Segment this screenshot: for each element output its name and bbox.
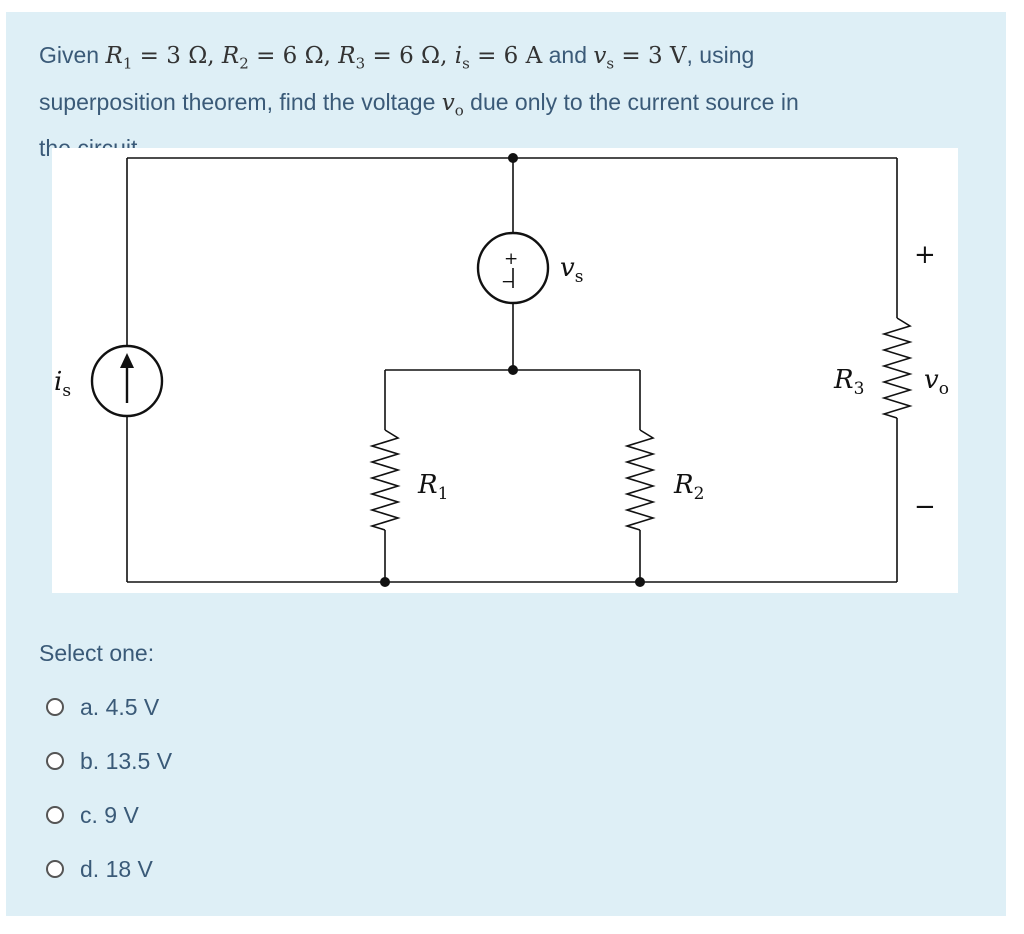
r2-label: R2 <box>221 43 249 73</box>
node-bottom-r1 <box>380 577 390 587</box>
vo-label: vo <box>441 89 464 120</box>
node-top <box>508 153 518 163</box>
circuit-diagram: + − is vs R1 R2 R3 vo + − <box>52 148 958 593</box>
select-one-label: Select one: <box>39 640 155 666</box>
option-label: c. 9 V <box>80 801 139 828</box>
resistor-r3 <box>881 317 913 419</box>
r3-label: R3 <box>338 43 366 73</box>
option-b[interactable]: b. 13.5 V <box>46 734 172 788</box>
radio-button-icon[interactable] <box>46 806 64 824</box>
source-minus-sign: − <box>501 272 515 292</box>
vs-value: = 3 V <box>614 43 687 69</box>
vo-minus-sign: − <box>914 492 936 522</box>
question-text: Given R1 = 3 Ω, R2 = 6 Ω, R3 = 6 Ω, is =… <box>39 36 959 167</box>
vo-plus-sign: + <box>914 240 936 270</box>
node-bottom-r2 <box>635 577 645 587</box>
radio-button-icon[interactable] <box>46 860 64 878</box>
r1-label: R1 <box>105 43 133 73</box>
r1-figure-label: R1 <box>417 470 448 504</box>
node-middle <box>508 365 518 375</box>
r1-value: = 3 Ω, <box>132 43 222 69</box>
radio-button-icon[interactable] <box>46 752 64 770</box>
radio-button-icon[interactable] <box>46 698 64 716</box>
resistor-r2 <box>624 429 656 531</box>
option-label: d. 18 V <box>80 855 153 882</box>
resistor-r1 <box>369 429 401 531</box>
vo-figure-label: vo <box>924 365 949 399</box>
question-card: Given R1 = 3 Ω, R2 = 6 Ω, R3 = 6 Ω, is =… <box>6 12 1006 916</box>
and-text: and <box>542 42 594 68</box>
r3-figure-label: R3 <box>833 365 864 399</box>
option-label: a. 4.5 V <box>80 693 160 720</box>
line1-end: , using <box>686 42 755 68</box>
is-figure-label: is <box>54 367 71 401</box>
option-d[interactable]: d. 18 V <box>46 842 172 896</box>
r2-figure-label: R2 <box>673 470 704 504</box>
option-a[interactable]: a. 4.5 V <box>46 680 172 734</box>
option-label: b. 13.5 V <box>80 747 173 774</box>
answer-options: a. 4.5 V b. 13.5 V c. 9 V d. 18 V <box>46 680 172 896</box>
is-value: = 6 A <box>469 43 543 69</box>
line2-text: superposition theorem, find the voltage <box>39 88 436 115</box>
r3-value: = 6 Ω, <box>365 43 455 69</box>
vs-label: vs <box>593 43 615 73</box>
source-plus-sign: + <box>504 249 518 269</box>
r2-value: = 6 Ω, <box>248 43 339 69</box>
given-text: Given <box>39 42 100 68</box>
option-c[interactable]: c. 9 V <box>46 788 172 842</box>
is-label: is <box>454 43 470 73</box>
line2-end: due only to the current source in <box>463 88 799 115</box>
vs-figure-label: vs <box>560 253 583 287</box>
